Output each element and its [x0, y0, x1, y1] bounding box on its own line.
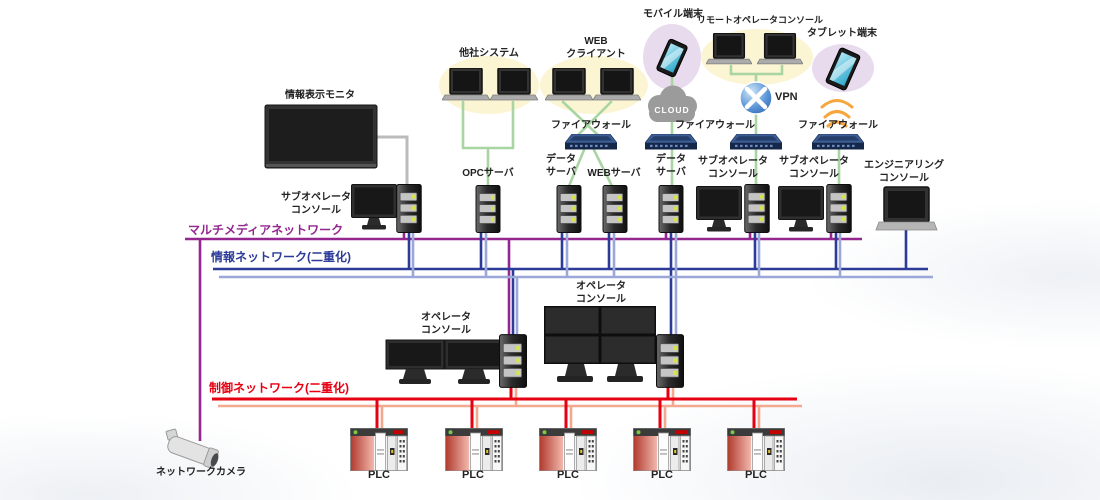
- label-line: サーバ: [546, 166, 576, 178]
- tablet-icon: [825, 47, 861, 91]
- data-server-icon-1: [556, 185, 582, 233]
- information-network-lines: [213, 229, 933, 336]
- mobile-icon: [656, 38, 688, 78]
- plc-icon-4: [633, 428, 691, 471]
- opc-server-icon: [475, 185, 501, 233]
- firewall-icon-3: [730, 134, 782, 150]
- label-plc-5: PLC: [745, 469, 767, 481]
- label-line: コンソール: [576, 293, 626, 305]
- label-plc-4: PLC: [651, 469, 673, 481]
- label-web-client: WEB クライアント: [566, 36, 626, 61]
- label-information-network: 情報ネットワーク(二重化): [211, 250, 351, 264]
- label-network-camera: ネットワークカメラ: [156, 467, 246, 478]
- plc-icon-2: [445, 428, 503, 471]
- info-monitor-link: [377, 135, 409, 184]
- firewall-icon-1: [565, 134, 617, 150]
- label-line: コンソール: [708, 168, 758, 180]
- label-line: クライアント: [566, 48, 626, 60]
- firewall-icon-2: [645, 134, 697, 150]
- plc-icon-3: [539, 428, 597, 471]
- label-data-server-2: データ サーバ: [656, 154, 686, 179]
- sub-operator-tower-right2: [826, 184, 852, 233]
- label-line: サブオペレータ: [698, 156, 768, 167]
- label-remote-operator-console: リモートオペレータコンソール: [696, 15, 824, 25]
- label-web-server: WEBサーバ: [587, 168, 641, 179]
- label-mobile-terminal: モバイル端末: [643, 9, 703, 20]
- label-data-server-1: データ サーバ: [546, 154, 576, 179]
- label-firewall-3: ファイアウォール: [798, 120, 878, 131]
- data-server-icon-2: [658, 185, 684, 233]
- label-engineering-console: エンジニアリング コンソール: [864, 160, 944, 185]
- label-line: サブオペレータ: [281, 192, 351, 203]
- group-green-connections: [461, 64, 841, 188]
- sub-operator-monitor-right2: [778, 186, 824, 232]
- label-plc-3: PLC: [557, 469, 579, 481]
- label-opc-server: OPCサーバ: [462, 168, 514, 179]
- label-operator-console-2: オペレータ コンソール: [576, 281, 626, 306]
- firewall-icon-4: [812, 134, 864, 150]
- label-firewall-1: ファイアウォール: [551, 120, 631, 131]
- sub-operator-tower-right1: [744, 184, 770, 233]
- label-plc-2: PLC: [462, 469, 484, 481]
- operator-console-2-tower: [656, 334, 684, 388]
- label-info-monitor: 情報表示モニタ: [285, 90, 355, 101]
- label-operator-console-1: オペレータ コンソール: [421, 312, 471, 337]
- control-network-lines: [212, 387, 802, 429]
- label-vpn: VPN: [775, 91, 798, 103]
- label-control-network: 制御ネットワーク(二重化): [209, 381, 349, 395]
- plc-icon-1: [350, 428, 408, 471]
- label-multimedia-network: マルチメディアネットワーク: [188, 223, 344, 237]
- cloud-icon: CLOUD: [648, 85, 697, 122]
- multimedia-network-lines: [185, 230, 862, 441]
- operator-console-1-tower: [499, 334, 527, 388]
- network-camera-icon: [165, 428, 219, 469]
- web-server-icon: [602, 185, 628, 233]
- label-line: コンソール: [421, 324, 471, 336]
- label-line: オペレータ: [421, 312, 471, 323]
- label-sub-operator-console-right2: サブオペレータ コンソール: [779, 156, 849, 181]
- wifi-icon: [820, 99, 854, 128]
- plc-icon-5: [727, 428, 785, 471]
- label-firewall-2: ファイアウォール: [675, 120, 755, 131]
- sub-operator-tower-left: [396, 184, 422, 233]
- label-line: データ: [656, 154, 686, 165]
- label-line: オペレータ: [576, 281, 626, 292]
- label-sub-operator-console-left: サブオペレータ コンソール: [281, 192, 351, 217]
- label-line: WEB: [584, 36, 608, 47]
- info-display-monitor-icon: [264, 104, 378, 169]
- label-other-system: 他社システム: [459, 48, 519, 59]
- operator-console-1-monitors: [385, 339, 504, 384]
- sub-operator-monitor-left: [351, 184, 397, 230]
- label-line: コンソール: [789, 168, 839, 180]
- label-line: サブオペレータ: [779, 156, 849, 167]
- cloud-label: CLOUD: [654, 105, 689, 115]
- label-line: サーバ: [656, 166, 686, 178]
- label-line: データ: [546, 154, 576, 165]
- engineering-laptop-icon: [875, 186, 938, 231]
- label-line: コンソール: [879, 172, 929, 184]
- vpn-icon: [739, 81, 773, 115]
- operator-console-2-monitors: [544, 306, 656, 382]
- label-line: コンソール: [291, 204, 341, 216]
- label-line: エンジニアリング: [864, 160, 944, 171]
- label-plc-1: PLC: [368, 469, 390, 481]
- sub-operator-monitor-right1: [696, 186, 742, 232]
- label-tablet-terminal: タブレット端末: [807, 28, 877, 39]
- label-sub-operator-console-right1: サブオペレータ コンソール: [698, 156, 768, 181]
